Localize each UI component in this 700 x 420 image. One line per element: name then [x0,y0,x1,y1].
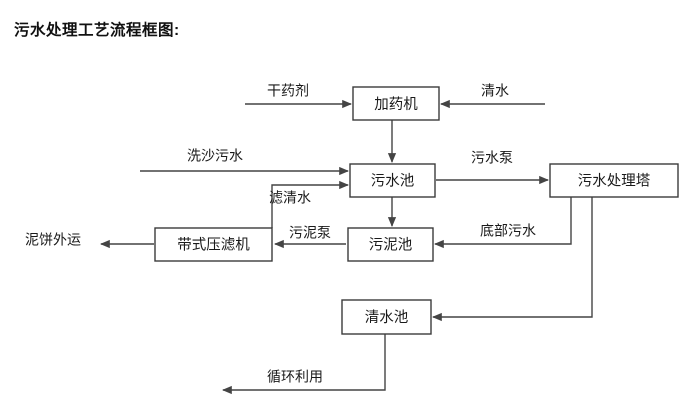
edge-label-clean-water: 清水 [481,83,509,99]
edge-bottom-sewage [434,197,572,249]
node-label: 污水池 [371,172,415,189]
node-label: 加药机 [374,96,418,113]
node-box [352,86,440,121]
node-box [341,299,432,335]
edge-filtered-water [271,180,349,228]
edge-label-sewage-pump: 污水泵 [471,150,513,166]
edge-label-sludge-pump: 污泥泵 [289,225,331,241]
node-box [349,163,436,198]
node-box [347,227,434,262]
node-label: 带式压滤机 [177,236,250,253]
edge-recycle [222,334,386,395]
edge-label-recycle: 循环利用 [267,369,323,385]
node-label: 污泥池 [369,236,413,253]
node-clear-water-pool[interactable]: 清水池 [341,299,432,335]
edge-tower-to-clear-pool [432,197,593,322]
page-title: 污水处理工艺流程框图: [14,22,180,39]
node-belt-filter-press[interactable]: 带式压滤机 [154,227,273,262]
node-dosing-machine[interactable]: 加药机 [352,86,440,121]
node-box [154,227,273,262]
node-treatment-tower[interactable]: 污水处理塔 [549,163,679,198]
node-sewage-pool[interactable]: 污水池 [349,163,436,198]
edge-label-cake-out: 泥饼外运 [25,232,81,248]
edge-label-sand-wash: 洗沙污水 [187,148,243,164]
node-sludge-pool[interactable]: 污泥池 [347,227,434,262]
node-box [549,163,679,198]
node-label: 污水处理塔 [578,172,651,189]
edge-label-dry-chemical: 干药剂 [267,83,309,99]
edge-label-filtered-water: 滤清水 [269,190,311,206]
edge-label-bottom-sewage: 底部污水 [480,223,536,239]
node-label: 清水池 [365,309,409,326]
